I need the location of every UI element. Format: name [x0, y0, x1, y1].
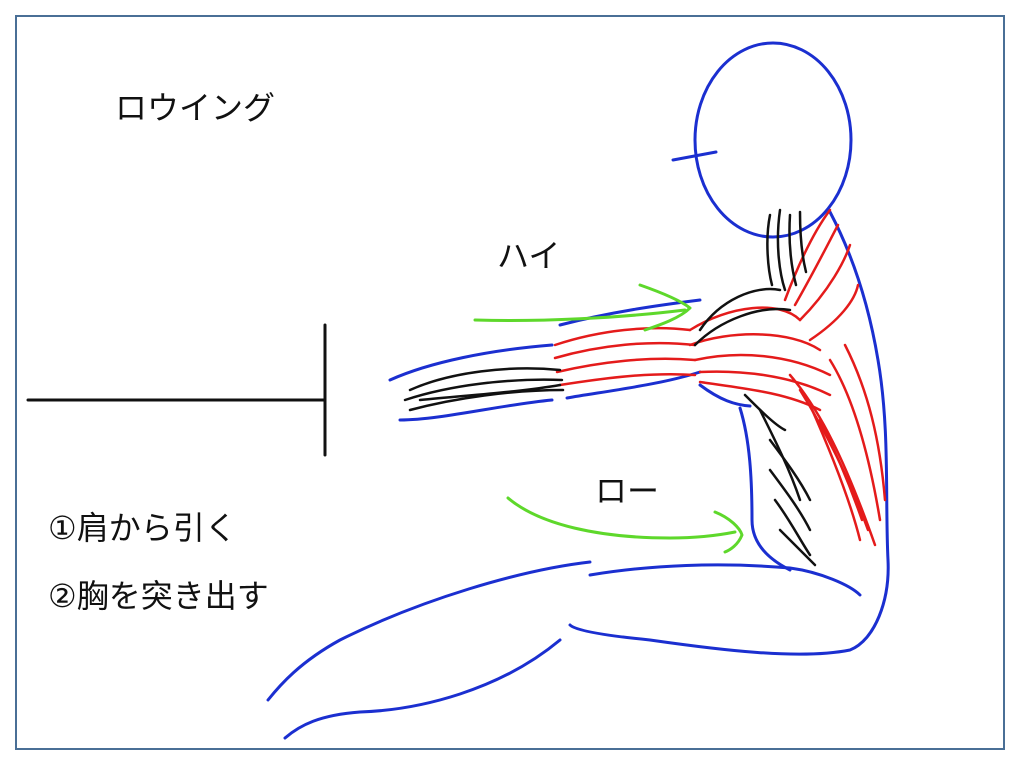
step-2: ②胸を突き出す	[48, 577, 269, 615]
high-pull-arrow	[473, 308, 687, 322]
direction-arrows	[473, 283, 744, 554]
label-high: ハイ	[497, 237, 561, 275]
muscle-fibres	[403, 208, 817, 567]
rowing-handle	[26, 323, 327, 457]
step-1: ①肩から引く	[48, 509, 237, 547]
label-low: ロー	[595, 472, 660, 510]
low-pull-arrow	[506, 496, 737, 540]
body-outline	[266, 210, 890, 740]
muscles	[553, 208, 887, 547]
diagram-frame	[15, 15, 1005, 750]
head-outline	[671, 41, 853, 239]
page-title: ロウイング	[115, 89, 276, 127]
